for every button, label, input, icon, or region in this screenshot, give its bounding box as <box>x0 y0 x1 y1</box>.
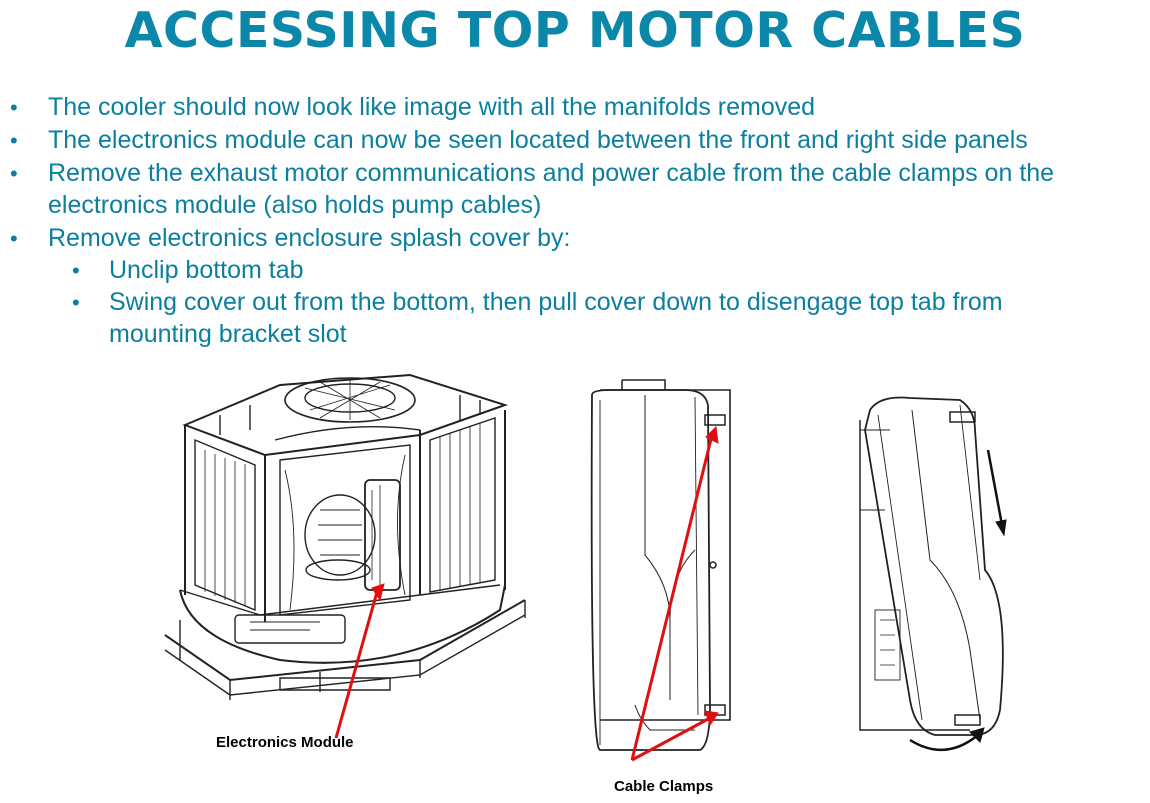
bullet-dot: • <box>10 128 18 153</box>
bullet-text: The cooler should now look like image wi… <box>48 93 816 121</box>
cover-removal-illustration <box>859 396 1007 752</box>
bullet-text: The electronics module can now be seen l… <box>48 126 1028 154</box>
bullet-text-continued: electronics module (also holds pump cabl… <box>48 191 542 219</box>
sub-bullet-text-continued: mounting bracket slot <box>109 320 347 348</box>
bullet-text: Remove electronics enclosure splash cove… <box>48 224 571 252</box>
electronics-module-illustration <box>590 379 731 762</box>
bullet-dot: • <box>10 95 18 120</box>
bullet-dot: • <box>10 226 18 251</box>
sub-bullet-text: Swing cover out from the bottom, then pu… <box>109 288 1003 316</box>
sub-bullet-text: Unclip bottom tab <box>109 256 304 284</box>
bullet-text: Remove the exhaust motor communications … <box>48 159 1055 187</box>
sub-bullet-dot: • <box>72 290 80 315</box>
bullet-dot: • <box>10 161 18 186</box>
sub-bullet-dot: • <box>72 258 80 283</box>
cooler-illustration <box>164 373 526 739</box>
caption-electronics-module: Electronics Module <box>216 734 354 751</box>
caption-cable-clamps: Cable Clamps <box>614 778 714 795</box>
page-title: ACCESSING TOP MOTOR CABLES <box>124 2 1026 59</box>
